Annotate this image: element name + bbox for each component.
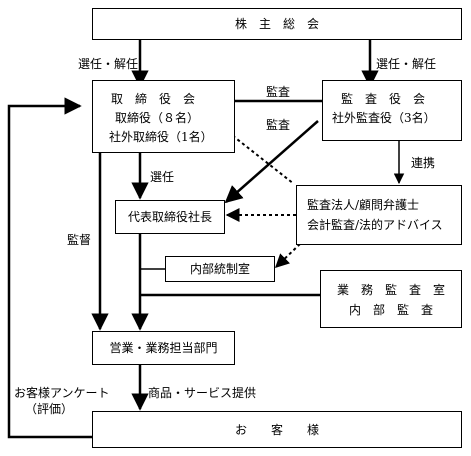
advisors-box: 監査法人/顧問弁護士 会計監査/法的アドバイス [296, 185, 462, 245]
business-audit-line2: 内 部 監 査 [348, 303, 433, 317]
auditors-title: 監 査 役 会 [341, 92, 426, 106]
business-audit-line1: 業 務 監 査 室 [336, 283, 445, 297]
ceo-box: 代表取締役社長 [115, 200, 225, 234]
label-products: 商品・サービス提供 [148, 386, 257, 400]
advisors-line1: 監査法人/顧問弁護士 [307, 198, 420, 212]
customers-label: お 客 様 [234, 423, 319, 437]
internal-control-label: 内部統制室 [189, 262, 250, 276]
shareholders-box: 株 主 総 会 [92, 8, 462, 40]
label-audit-top: 監査 [266, 85, 291, 99]
label-cooperation: 連携 [411, 156, 436, 170]
label-audit-mid: 監査 [266, 118, 291, 132]
ceo-label: 代表取締役社長 [127, 210, 212, 224]
label-survey: お客様アンケート [14, 386, 110, 400]
auditors-box: 監 査 役 会 社外監査役（3名） [322, 80, 462, 141]
advisors-line2: 会計監査/法的アドバイス [307, 218, 443, 232]
board-outside-members: 社外取締役（1名） [109, 130, 213, 144]
business-audit-box: 業 務 監 査 室 内 部 監 査 [320, 270, 462, 328]
label-supervise: 監督 [67, 233, 92, 247]
shareholders-label: 株 主 総 会 [234, 17, 319, 31]
board-title: 取 締 役 会 [111, 92, 196, 106]
arrow-feedback-loop [7, 97, 92, 439]
arrow-auditors-to-ceo [224, 120, 319, 204]
label-survey-eval: （評価） [25, 402, 74, 416]
dotted-advisors-to-internal [274, 243, 301, 268]
dotted-board-advisors [227, 131, 295, 185]
sales-label: 営業・業務担当部門 [109, 341, 218, 355]
label-elect-dismiss-right: 選任・解任 [376, 57, 437, 71]
label-appoint: 選任 [150, 170, 175, 184]
board-box: 取 締 役 会 取締役（８名） 社外取締役（1名） [92, 80, 235, 153]
internal-control-box: 内部統制室 [165, 256, 275, 282]
customers-box: お 客 様 [92, 411, 462, 448]
board-members: 取締役（８名） [115, 111, 200, 125]
auditors-members: 社外監査役（3名） [332, 111, 436, 125]
label-elect-dismiss-left: 選任・解任 [78, 57, 139, 71]
sales-box: 営業・業務担当部門 [92, 331, 235, 365]
